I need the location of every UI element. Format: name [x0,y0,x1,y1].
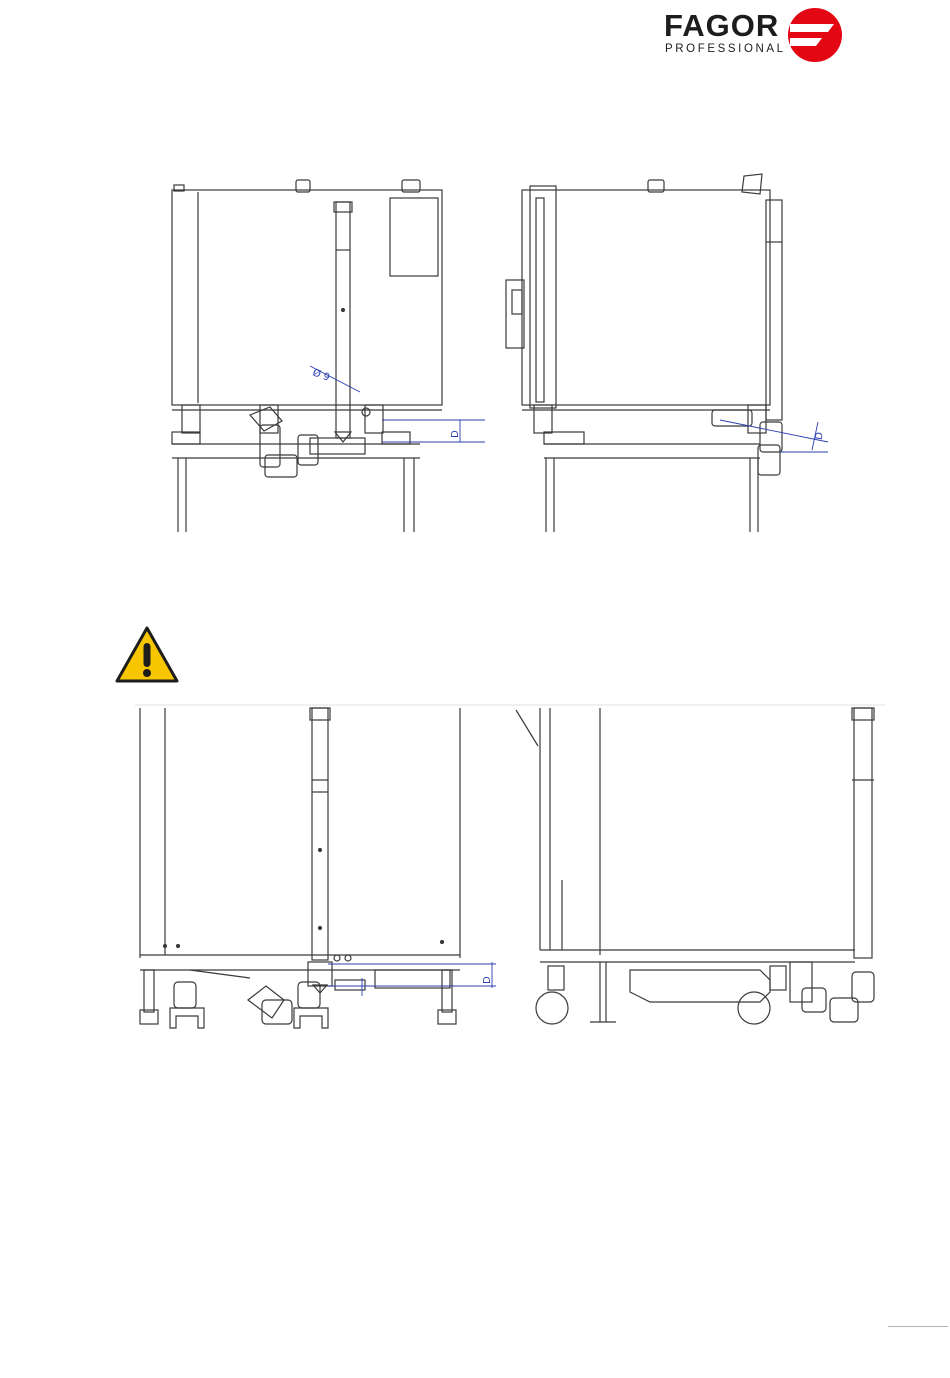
warning-triangle-icon [114,625,180,685]
fagor-professional-logo: FAGOR PROFESSIONAL [660,4,850,64]
drain-height-label-front: D [450,430,461,438]
drain-height-label-side: D [814,431,826,441]
page-number-rule [888,1326,948,1327]
fagor-mark-icon [784,6,846,64]
top-technical-drawing: Ø 9 D D [160,170,840,535]
bottom-technical-drawing: D [130,700,890,1040]
pipe-diameter-label: Ø 9 [311,367,331,384]
brand-subtitle: PROFESSIONAL [665,44,786,56]
drain-height-label: D [482,976,493,984]
brand-name: FAGOR [664,10,779,41]
